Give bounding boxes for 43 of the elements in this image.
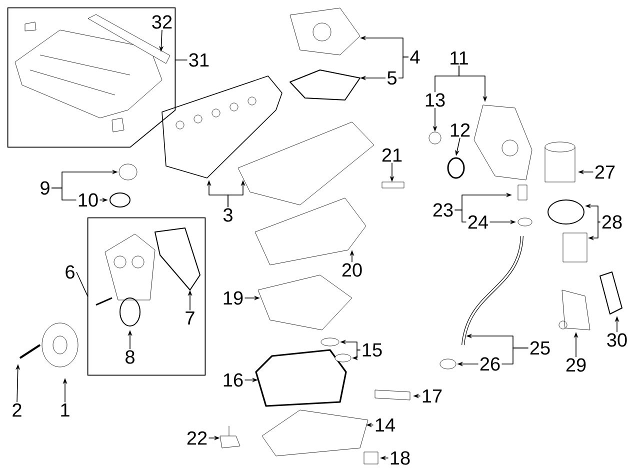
callout-number: 15: [362, 343, 382, 357]
callout-number: 11: [450, 51, 468, 65]
callout-number: 5: [387, 71, 396, 85]
leader-line: [51, 188, 77, 200]
callout-number: 23: [433, 203, 453, 217]
leader-line: [454, 210, 467, 222]
leader-line: [76, 272, 88, 297]
callout-number: 13: [426, 93, 445, 107]
callout-number: 21: [382, 148, 402, 162]
callout-number: 2: [12, 403, 22, 417]
callout-number: 3: [223, 208, 232, 222]
callout-number: 4: [410, 50, 420, 64]
callout-number: 1: [61, 403, 70, 417]
callout-number: 28: [602, 215, 622, 229]
leader-line: [434, 65, 460, 92]
callout-number: 19: [224, 291, 243, 305]
callout-number: 16: [224, 373, 243, 387]
callout-number: 32: [152, 15, 172, 29]
callout-number: 25: [530, 341, 550, 355]
group-frame: [7, 7, 176, 148]
group-frame: [87, 217, 206, 376]
callout-number: 29: [566, 358, 586, 372]
callout-number: 27: [595, 165, 615, 179]
callout-number: 9: [40, 181, 50, 195]
callout-number: 12: [450, 123, 470, 137]
callout-number: 7: [186, 311, 194, 325]
callout-number: 8: [126, 350, 134, 364]
callout-number: 26: [480, 357, 500, 371]
plug-drawing: [428, 132, 442, 144]
tube-drawing: [462, 236, 524, 346]
callout-number: 10: [78, 193, 98, 207]
leader-line: [398, 56, 409, 78]
callout-number: 30: [607, 333, 627, 347]
callout-number: 20: [342, 263, 362, 277]
callout-number: 6: [66, 265, 74, 279]
callout-number: 18: [390, 451, 410, 465]
callout-number: 22: [187, 431, 207, 445]
callout-number: 24: [468, 215, 488, 229]
leader-line: [501, 348, 529, 364]
callout-number: 14: [376, 418, 395, 432]
callout-number: 17: [422, 389, 442, 403]
gasket-drawing: [88, 14, 170, 64]
callout-number: 31: [189, 53, 209, 67]
